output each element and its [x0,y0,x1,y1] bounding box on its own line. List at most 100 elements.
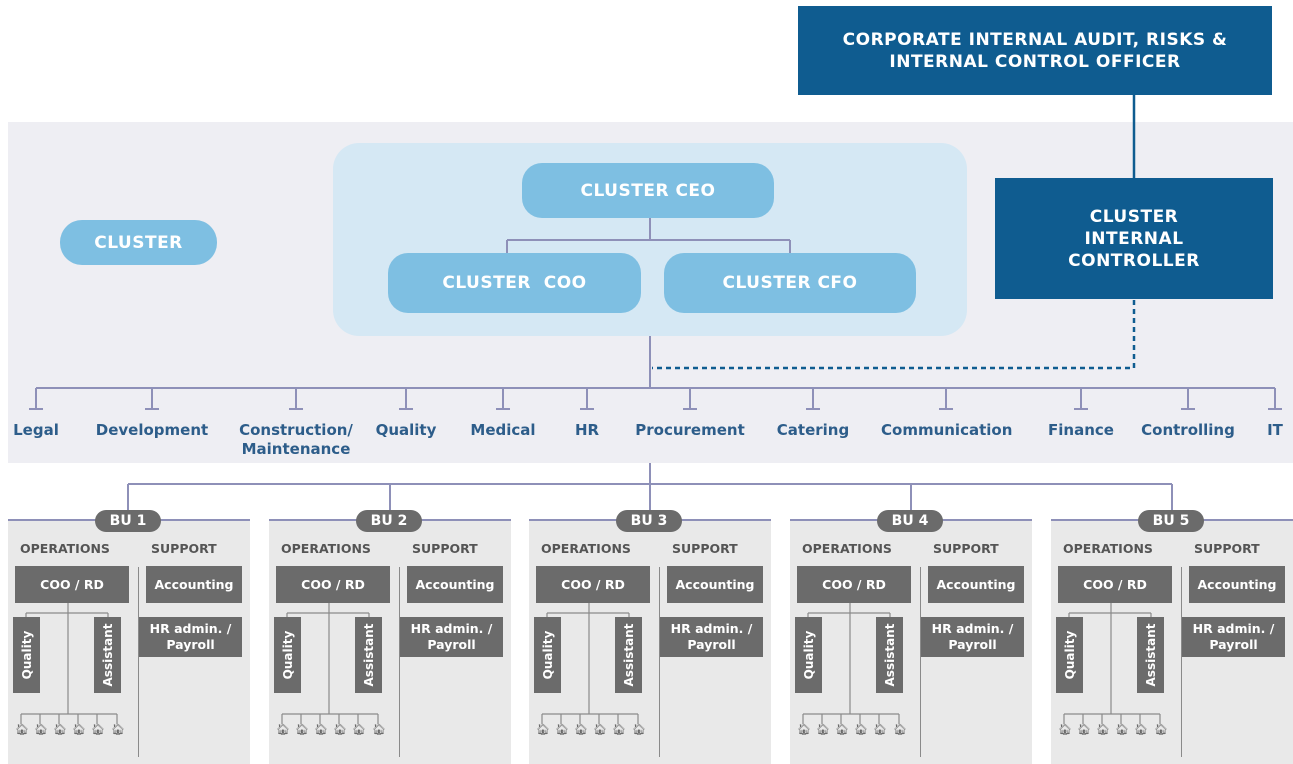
accounting-label: Accounting [154,576,234,592]
coo-rd-label: COO / RD [822,576,886,592]
assistant-box: Assistant [876,617,903,693]
house-icon: 🏠︎ [593,723,607,736]
support-title: SUPPORT [151,541,217,556]
cluster-label-pill: CLUSTER [60,220,217,265]
bu-tag-label: BU 1 [109,513,147,529]
house-icon: 🏠︎ [1115,723,1129,736]
department-procurement: Procurement [635,421,745,439]
house-icon: 🏠︎ [1058,723,1072,736]
hr-payroll-box: HR admin. / Payroll [139,617,242,657]
bu-tag: BU 3 [616,510,682,532]
bu-tag: BU 5 [1138,510,1204,532]
accounting-label: Accounting [675,576,755,592]
department-medical: Medical [470,421,536,439]
hr-payroll-box: HR admin. / Payroll [1182,617,1285,657]
assistant-box: Assistant [615,617,642,693]
bu-panel: BU 4 OPERATIONS SUPPORT COO / RD [790,510,1032,764]
quality-box: Quality [1056,617,1083,693]
department-construction-maintenance: Construction/ Maintenance [239,421,353,458]
quality-label: Quality [801,630,816,680]
hr-payroll-label: HR admin. / Payroll [1192,621,1275,652]
house-icon: 🏠︎ [854,723,868,736]
cluster-coo-label: CLUSTER COO [442,273,587,293]
bu-panel: BU 1 OPERATIONS SUPPORT COO / RD [8,510,250,764]
house-icon: 🏠︎ [574,723,588,736]
corporate-audit-officer-label: CORPORATE INTERNAL AUDIT, RISKS & INTERN… [842,29,1228,72]
department-hr: HR [574,421,600,439]
cluster-label: CLUSTER [94,232,183,253]
house-icon: 🏠︎ [295,723,309,736]
column-divider [138,567,139,757]
assistant-label: Assistant [621,623,636,687]
hr-payroll-box: HR admin. / Payroll [660,617,763,657]
cluster-cfo-label: CLUSTER CFO [722,273,858,293]
department-legal: Legal [13,421,59,439]
department-catering: Catering [776,421,850,439]
accounting-label: Accounting [1197,576,1277,592]
house-icon: 🏠︎ [34,723,48,736]
coo-rd-label: COO / RD [1083,576,1147,592]
cluster-internal-controller-box: CLUSTER INTERNAL CONTROLLER [995,178,1273,299]
operations-title: OPERATIONS [541,541,631,556]
department-controlling: Controlling [1141,421,1235,439]
accounting-box: Accounting [146,566,242,603]
column-divider [659,567,660,757]
support-title: SUPPORT [672,541,738,556]
support-title: SUPPORT [412,541,478,556]
quality-label: Quality [19,630,34,680]
house-icon: 🏠︎ [333,723,347,736]
assistant-label: Assistant [1143,623,1158,687]
operations-title: OPERATIONS [1063,541,1153,556]
house-icon: 🏠︎ [797,723,811,736]
column-divider [920,567,921,757]
bu-connectors [541,603,639,724]
operations-title: OPERATIONS [281,541,371,556]
assistant-label: Assistant [100,623,115,687]
assistant-box: Assistant [1137,617,1164,693]
department-finance: Finance [1048,421,1114,439]
department-communication: Communication [881,421,1013,439]
house-icon: 🏠︎ [276,723,290,736]
house-icon: 🏠︎ [632,723,646,736]
coo-rd-box: COO / RD [276,566,390,603]
column-divider [399,567,400,757]
bu-tag-label: BU 2 [370,513,408,529]
coo-rd-box: COO / RD [1058,566,1172,603]
support-title: SUPPORT [1194,541,1260,556]
house-icon: 🏠︎ [15,723,29,736]
quality-box: Quality [795,617,822,693]
coo-rd-box: COO / RD [536,566,650,603]
bu-connectors [1063,603,1161,724]
coo-rd-box: COO / RD [797,566,911,603]
accounting-label: Accounting [936,576,1016,592]
house-icon: 🏠︎ [91,723,105,736]
house-icon: 🏠︎ [835,723,849,736]
cluster-coo-box: CLUSTER COO [388,253,641,313]
department-development: Development [95,421,209,439]
accounting-box: Accounting [928,566,1024,603]
assistant-box: Assistant [355,617,382,693]
bu-connectors [20,603,118,724]
accounting-box: Accounting [1189,566,1285,603]
quality-label: Quality [280,630,295,680]
hr-payroll-box: HR admin. / Payroll [921,617,1024,657]
hr-payroll-box: HR admin. / Payroll [400,617,503,657]
house-icon: 🏠︎ [53,723,67,736]
accounting-box: Accounting [407,566,503,603]
quality-label: Quality [540,630,555,680]
bu-tag: BU 1 [95,510,161,532]
bu-connectors [281,603,379,724]
cluster-ceo-box: CLUSTER CEO [522,163,774,218]
department-it: IT [1267,421,1283,439]
quality-box: Quality [534,617,561,693]
assistant-label: Assistant [361,623,376,687]
hr-payroll-label: HR admin. / Payroll [149,621,232,652]
department-quality: Quality [375,421,437,439]
house-icon: 🏠︎ [612,723,626,736]
bu-tag: BU 4 [877,510,943,532]
house-icon: 🏠︎ [893,723,907,736]
quality-label: Quality [1062,630,1077,680]
assistant-box: Assistant [94,617,121,693]
house-icon: 🏠︎ [72,723,86,736]
bu-tag: BU 2 [356,510,422,532]
